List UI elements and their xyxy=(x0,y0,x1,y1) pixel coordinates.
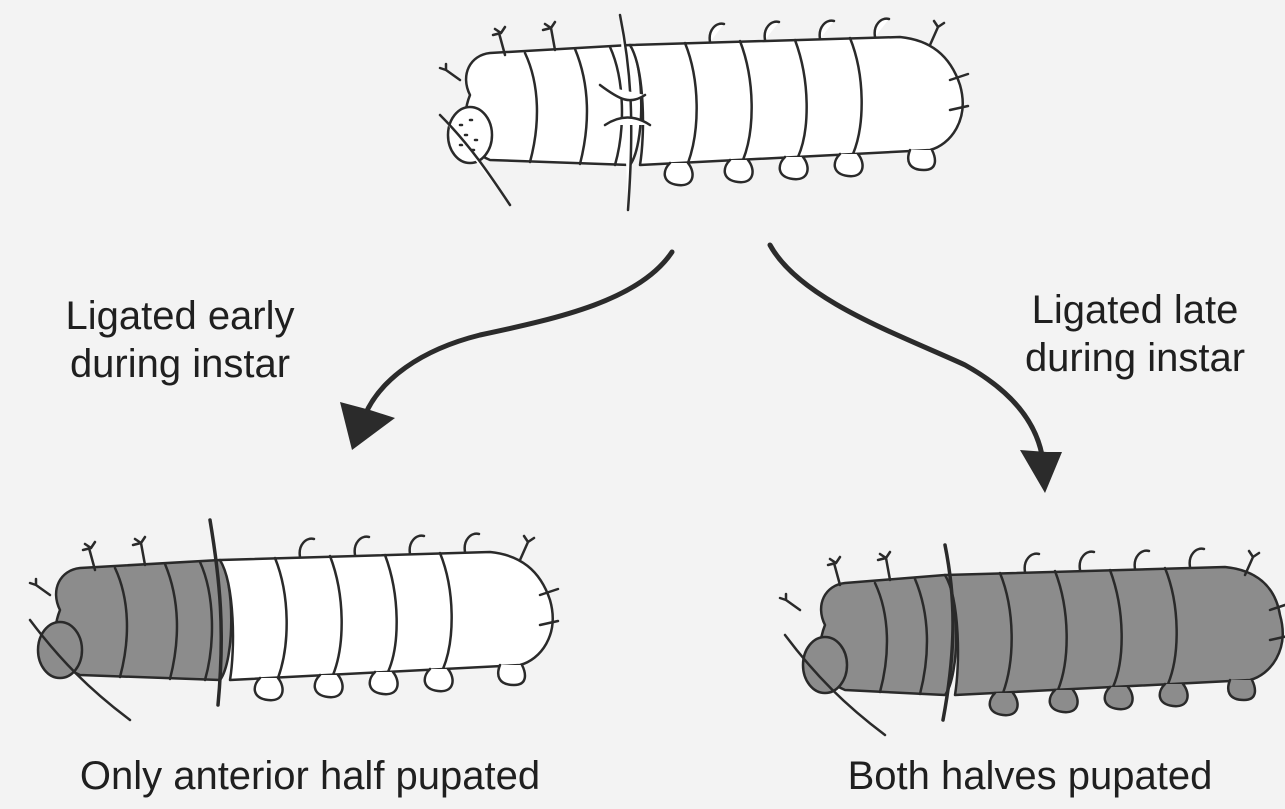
caption-both-pupated: Both halves pupated xyxy=(790,752,1270,800)
label-ligated-early-line1: Ligated early xyxy=(40,292,320,340)
arrow-early xyxy=(340,252,672,450)
larva-both-pupated xyxy=(780,545,1285,735)
caption-anterior-pupated: Only anterior half pupated xyxy=(20,752,600,800)
label-ligated-early-line2: during instar xyxy=(40,340,320,388)
larva-anterior-pupated xyxy=(30,520,558,720)
label-ligated-late-line1: Ligated late xyxy=(990,286,1280,334)
label-ligated-late: Ligated late during instar xyxy=(990,286,1280,382)
larva-ligated xyxy=(440,15,968,210)
label-ligated-early: Ligated early during instar xyxy=(40,292,320,388)
label-ligated-late-line2: during instar xyxy=(990,334,1280,382)
